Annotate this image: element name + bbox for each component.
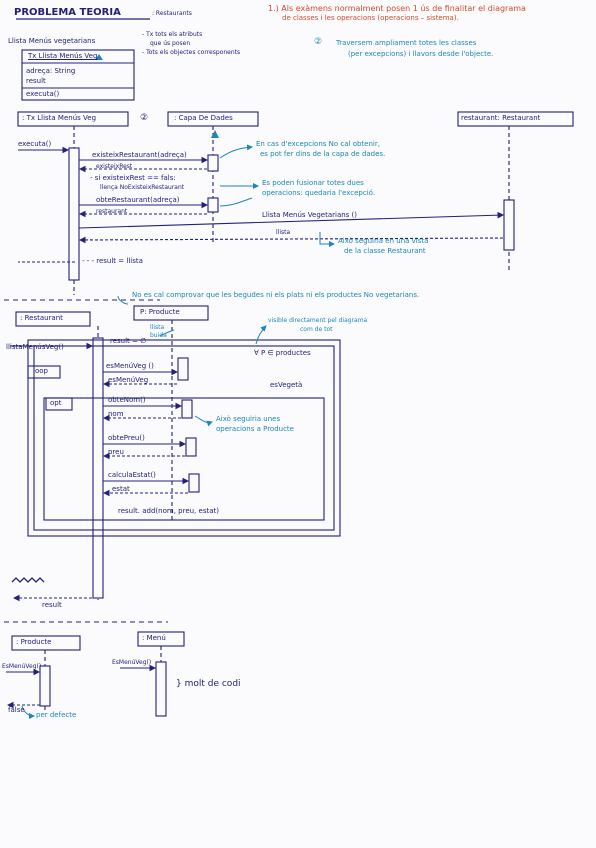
note-fusion-2: operacions: quedaria l'excepció. — [262, 189, 376, 197]
note-exceptions-2: es pot fer dins de la capa de dades. — [260, 150, 386, 158]
opt-guard: esVegetà — [270, 381, 303, 389]
lifeline-producte-label: P: Producte — [140, 308, 180, 316]
ret-estat: estat — [112, 485, 130, 493]
note-exceptions-1: En cas d'excepcions No cal obtenir, — [256, 140, 380, 148]
msg-llista-menus: Llista Menús Vegetarians () — [262, 211, 358, 219]
result-add: result. add(nom, preu, estat) — [118, 507, 219, 515]
activation-capa-1 — [207, 154, 219, 172]
msg-obte-restaurant: obteRestaurant(adreça) — [96, 196, 180, 204]
msg-esmenuveg-menu: EsMenúVeg() — [112, 659, 152, 666]
msg-executa: executa() — [18, 140, 52, 148]
contract-note-1: - Tx tots els atributs — [142, 31, 203, 38]
note-molt-de-codi: } molt de codi — [176, 679, 241, 689]
page-subtitle: : Restaurants — [152, 10, 192, 17]
msg-existeix-restaurant: existeixRestaurant(adreça) — [92, 151, 187, 159]
activation-capa-2 — [207, 197, 219, 213]
contract-class-name: Tx Llista Menús Veg — [28, 52, 98, 60]
msg-obte-nom: obteNom() — [108, 396, 146, 404]
msg-esmenuveg: esMenúVeg () — [106, 362, 154, 370]
activation-producte-3 — [185, 437, 197, 457]
triangle-marker — [211, 130, 219, 138]
page-title: PROBLEMA TEORIA — [14, 7, 121, 18]
activation-producte-d3 — [39, 665, 51, 707]
msg-calcula-estat: calculaEstat() — [108, 471, 156, 479]
loop-frame — [27, 339, 341, 537]
ret-preu: preu — [108, 448, 124, 456]
note-visible-1: visible directament pel diagrama — [268, 317, 368, 324]
note-fusion-1: Es poden fusionar totes dues — [262, 179, 364, 187]
msg-esmenuveg-producte: EsMenúVeg() — [2, 663, 42, 670]
lifeline-menu-label: : Menú — [142, 634, 166, 642]
opt-label: opt — [50, 399, 62, 407]
note-ops-producte-1: Això seguiria unes — [216, 415, 281, 423]
contract-note-2: que ús posen — [150, 40, 191, 47]
contract-note-3: - Tots els objectes corresponents — [142, 49, 241, 56]
lifeline-box-restaurant — [457, 111, 574, 127]
msg-llista-menus-veg: llistaMenúsVeg() — [6, 343, 64, 351]
step2-number: ② — [314, 37, 323, 47]
cond-existeix-1: - si existeixRest == fals: — [90, 174, 176, 182]
opt-frame — [43, 397, 325, 521]
note-no-vegetarians: No es cal comprovar que les begudes ni e… — [132, 291, 420, 299]
result-equals-llista: - - - result = llista — [82, 257, 143, 265]
note-restaurant-view-1: Això seguiria en una vista — [338, 237, 429, 245]
contract-operation: executa() — [26, 90, 60, 98]
lifeline-tx-label: : Tx Llista Menús Veg — [22, 114, 97, 122]
ret-restaurant: restaurant — [96, 208, 128, 215]
loop-label: loop — [33, 367, 48, 375]
contract-result: result — [26, 77, 46, 85]
lifeline-restaurant-2-label: : Restaurant — [20, 314, 63, 322]
ret-nom: nom — [108, 410, 124, 418]
step2-note-2: (per excepcions) i llavors desde l'objec… — [348, 50, 494, 58]
ret-false: false — [8, 706, 25, 714]
exam-note-line1: 1.) Als exàmens normalment posen 1 ús de… — [268, 4, 526, 13]
diagram1-marker: ② — [140, 113, 149, 123]
activation-producte-2 — [181, 399, 193, 419]
lifeline-capa-label: : Capa De Dades — [174, 114, 233, 122]
lifeline-restaurant-label: restaurant: Restaurant — [461, 114, 541, 122]
step2-note-1: Traversem ampliament totes les classes — [336, 39, 477, 47]
activation-restaurant-2 — [92, 337, 104, 599]
contract-attribute: adreça: String — [26, 67, 76, 75]
note-restaurant-view-2: de la classe Restaurant — [344, 247, 426, 255]
lifeline-box-tx — [17, 111, 129, 127]
contract-box — [21, 49, 135, 101]
note-ops-producte-2: operacions a Producte — [216, 425, 294, 433]
exam-note-line2: de classes i les operacions (operacions … — [282, 14, 459, 22]
activation-tx — [68, 147, 80, 281]
msg-obte-preu: obtePreu() — [108, 434, 145, 442]
activation-producte-1 — [177, 357, 189, 381]
note-visible-2: com de tot — [300, 326, 333, 333]
result-init: result = ∅ — [110, 337, 147, 345]
ret-llista: llista — [276, 229, 291, 236]
ret-esmenuveg: esMenúVeg — [108, 376, 149, 384]
foreach-guard: ∀ P ∈ productes — [254, 349, 311, 357]
ret-existeix-rest: existeixRest — [96, 163, 133, 170]
ret-result: result — [42, 601, 62, 609]
activation-producte-4 — [188, 473, 200, 493]
lifeline-box-producte-3 — [11, 635, 81, 651]
activation-menu-d3 — [155, 661, 167, 717]
note-llista-2: buida — [150, 332, 167, 339]
activation-restaurant — [503, 199, 515, 251]
cond-existeix-2: llença NoExisteixRestaurant — [100, 184, 185, 191]
note-per-defecte: per defecte — [36, 711, 77, 719]
note-llista-1: llista — [150, 324, 165, 331]
lifeline-producte-3-label: : Producte — [16, 638, 52, 646]
lifeline-box-producte — [133, 305, 209, 321]
contract-label: Llista Menús vegetarians — [8, 37, 96, 45]
lifeline-box-restaurant-2 — [15, 311, 91, 327]
